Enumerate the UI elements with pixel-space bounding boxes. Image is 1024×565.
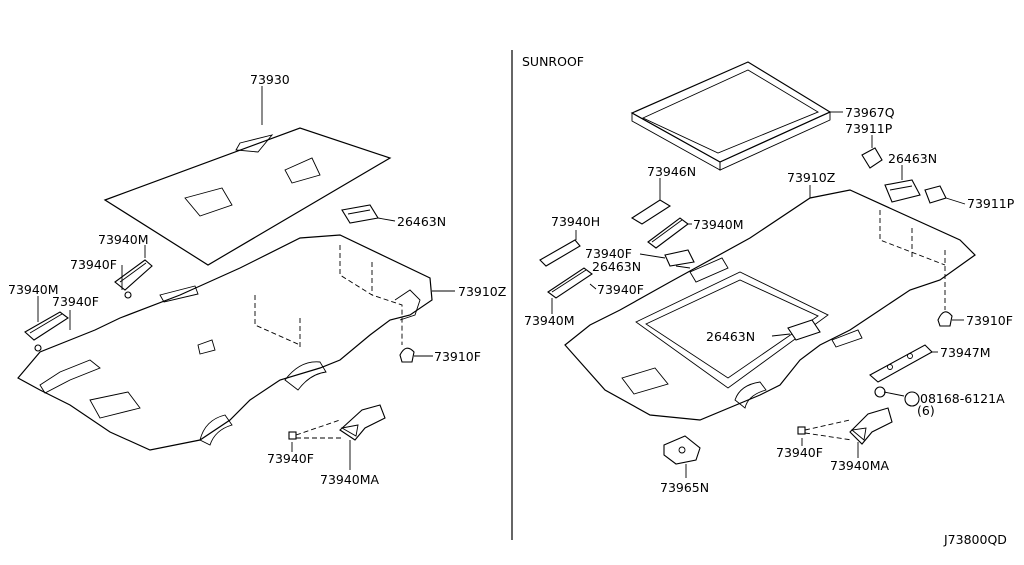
assist-grip-top xyxy=(114,259,153,299)
label-visor-holder-right: 73940MA xyxy=(830,458,890,473)
label-clip-right: 73910F xyxy=(966,313,1013,328)
leader-bracket-right xyxy=(945,197,966,205)
label-lamp-center: 26463N xyxy=(706,329,755,344)
label-grip-f-side: 73940F xyxy=(52,294,99,309)
map-lamp-top xyxy=(884,179,921,203)
label-headlining-left: 73910Z xyxy=(458,284,506,299)
assist-grip-low xyxy=(547,267,593,299)
bracket-mid xyxy=(630,199,672,225)
dash-visor-right-1 xyxy=(804,419,851,431)
label-grip-h: 73940H xyxy=(551,214,600,229)
label-grip-m-mid: 73940M xyxy=(693,217,744,232)
bracket-low xyxy=(869,344,933,383)
assist-grip-mid xyxy=(647,217,689,249)
label-bracket-mid: 73946N xyxy=(647,164,696,179)
leader-grip-f-mid xyxy=(639,253,666,259)
visor-holder-right xyxy=(797,407,893,445)
label-grip-f-top: 73940F xyxy=(70,257,117,272)
label-grip-f-low: 73940F xyxy=(597,282,644,297)
overhead-console xyxy=(663,435,701,465)
bracket-right xyxy=(924,185,947,204)
visor-holder-left xyxy=(288,404,386,441)
grip-h xyxy=(539,239,581,267)
headlining-right xyxy=(564,189,976,421)
label-visor-clip-right: 73940F xyxy=(776,445,823,460)
label-console: 73965N xyxy=(660,480,709,495)
label-bracket-low: 73947M xyxy=(940,345,991,360)
label-visor-clip-left: 73940F xyxy=(267,451,314,466)
label-visor-holder-left: 73940MA xyxy=(320,472,380,487)
roof-panel xyxy=(103,127,392,266)
drawing-number: J73800QD xyxy=(943,532,1007,547)
bolt-icon xyxy=(874,386,920,407)
grip-f-mid xyxy=(664,249,695,267)
label-bracket-right: 73911P xyxy=(967,196,1015,211)
label-grip-m-side: 73940M xyxy=(8,282,59,297)
clip-left xyxy=(399,347,415,363)
label-lamp-left: 26463N xyxy=(397,214,446,229)
label-headlining-right: 73910Z xyxy=(787,170,835,185)
sunroof-title: SUNROOF xyxy=(522,54,584,69)
label-lamp-top: 26463N xyxy=(888,151,937,166)
sunroof-seal xyxy=(630,61,832,171)
leader-lamp-center xyxy=(771,333,791,337)
bracket-top xyxy=(861,147,883,169)
dash-visor-right-2 xyxy=(804,432,853,441)
label-lamp-mid: 26463N xyxy=(592,259,641,274)
map-lamp-center xyxy=(787,319,821,341)
dash-visor-left-1 xyxy=(295,419,341,436)
label-clip-left: 73910F xyxy=(434,349,481,364)
leader-lamp-mid xyxy=(675,265,691,269)
leader-lamp-left xyxy=(377,217,396,222)
label-bolt-qty: (6) xyxy=(917,403,935,418)
clip-right xyxy=(937,311,953,327)
label-grip-m-top: 73940M xyxy=(98,232,149,247)
label-bolt: 08168-6121A xyxy=(920,391,1005,406)
dash-hl-1 xyxy=(254,295,301,346)
label-roof-panel: 73930 xyxy=(250,72,290,87)
map-lamp-left xyxy=(341,204,379,224)
label-grip-f-mid: 73940F xyxy=(585,246,632,261)
leader-grip-f-low xyxy=(589,283,597,290)
label-bracket-top: 73911P xyxy=(845,121,893,136)
dash-hl-r-1 xyxy=(879,210,946,266)
assist-grip-side xyxy=(24,311,69,352)
label-seal: 73967Q xyxy=(845,105,895,120)
headlining-left xyxy=(17,234,433,451)
label-grip-m-low: 73940M xyxy=(524,313,575,328)
